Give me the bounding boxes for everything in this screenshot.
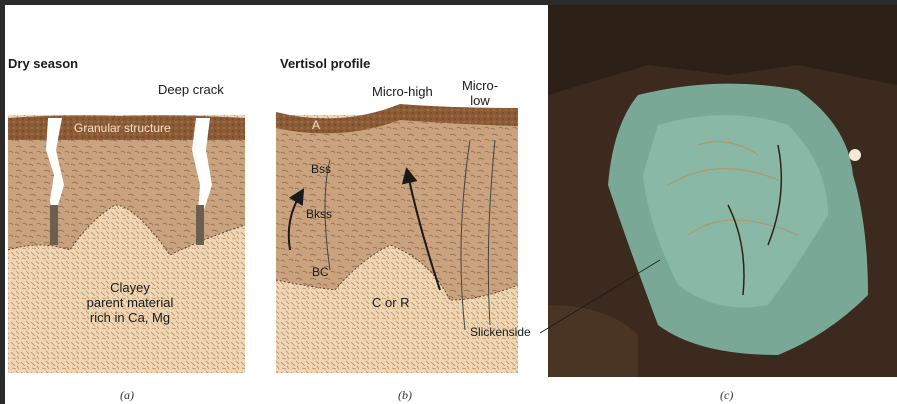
panel-a-title: Dry season [8, 56, 78, 71]
micro-high-label: Micro-high [372, 84, 433, 99]
panel-a-block [8, 115, 245, 373]
horizon-bkss-label: Bkss [306, 207, 332, 221]
slickenside-photo [548, 5, 897, 377]
parent-material-label: Clayey parent material rich in Ca, Mg [80, 280, 180, 325]
horizon-bss-label: Bss [311, 162, 331, 176]
parent-material-line-2: parent material [80, 295, 180, 310]
panel-b-title: Vertisol profile [280, 56, 370, 71]
micro-low-line-2: low [455, 93, 505, 108]
horizon-bc-label: BC [312, 265, 329, 279]
parent-material-line-1: Clayey [80, 280, 180, 295]
micro-low-label: Micro- low [455, 78, 505, 108]
horizon-c-label: C or R [372, 295, 410, 310]
panel-a-caption: (a) [120, 388, 134, 403]
horizon-a-label: A [312, 118, 320, 132]
panel-b-caption: (b) [398, 388, 412, 403]
deep-crack-label: Deep crack [158, 82, 224, 97]
parent-material-line-3: rich in Ca, Mg [80, 310, 180, 325]
panel-c-caption: (c) [720, 388, 733, 403]
micro-low-line-1: Micro- [455, 78, 505, 93]
slickenside-label: Slickenside [470, 325, 531, 339]
granular-structure-label: Granular structure [74, 121, 171, 135]
